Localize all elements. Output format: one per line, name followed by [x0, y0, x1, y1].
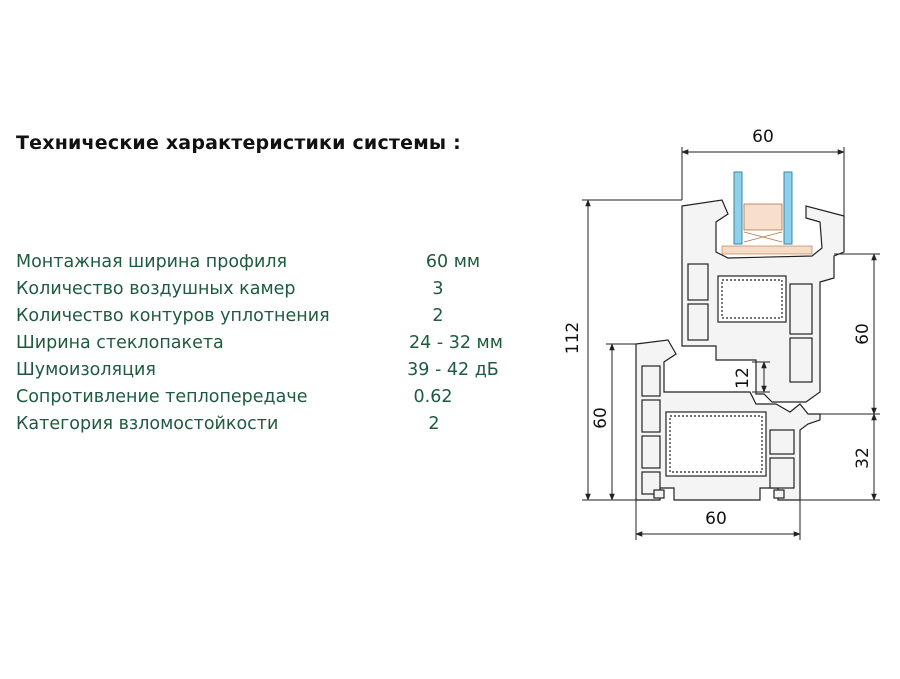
frame-chamber [641, 365, 661, 397]
glazing-unit [721, 171, 813, 255]
dim-label-right-upper: 60 [853, 323, 873, 345]
spec-row-seal-contours: Количество контуров уплотнения 2 [16, 306, 536, 333]
sash-steel-chamber [717, 275, 787, 323]
spec-value: 3 [432, 279, 444, 299]
spec-value: 60 мм [425, 252, 481, 272]
spec-label: Ширина стеклопакета [16, 333, 224, 353]
frame-chamber [769, 429, 795, 455]
frame-foot [653, 489, 665, 499]
frame-chamber [641, 399, 661, 433]
spec-label: Сопротивление теплопередаче [16, 387, 308, 407]
dim-label-bottom-width: 60 [705, 509, 727, 529]
dim-label-total-height: 112 [563, 322, 583, 354]
glass-pane [733, 171, 743, 245]
dim-label-top-width: 60 [752, 127, 774, 147]
frame-chamber [769, 457, 795, 489]
spec-value: 0.62 [413, 387, 453, 407]
dim-label-right-lower: 32 [853, 447, 873, 469]
spec-label: Монтажная ширина профиля [16, 252, 288, 272]
frame-chamber [641, 471, 661, 495]
dim-label-left-frame: 60 [591, 407, 611, 429]
spec-value: 24 - 32 мм [409, 333, 503, 353]
spec-label: Категория взломостойкости [16, 414, 279, 434]
spec-row-heat-resistance: Сопротивление теплопередаче 0.62 [16, 387, 536, 414]
spec-value: 2 [428, 414, 440, 434]
spec-row-mounting-width: Монтажная ширина профиля 60 мм [16, 252, 536, 279]
page-title: Технические характеристики системы : [16, 132, 461, 154]
specs-table: Монтажная ширина профиля 60 мм Количеств… [16, 252, 536, 441]
sash-chamber [789, 337, 813, 383]
spec-label: Количество воздушных камер [16, 279, 296, 299]
sash-chamber [687, 303, 709, 341]
sash-chamber [687, 263, 709, 301]
window-profile [635, 199, 845, 501]
spec-value: 2 [432, 306, 444, 326]
spec-label: Шумоизоляция [16, 360, 156, 380]
frame-steel-chamber [665, 411, 767, 477]
seal-strip [721, 245, 813, 255]
spec-label: Количество контуров уплотнения [16, 306, 330, 326]
dimension-lines [582, 147, 880, 540]
frame-chamber [641, 435, 661, 469]
spec-row-air-chambers: Количество воздушных камер 3 [16, 279, 536, 306]
spec-row-sound-insulation: Шумоизоляция 39 - 42 дБ [16, 360, 536, 387]
spec-value: 39 - 42 дБ [407, 360, 499, 380]
dim-label-overlap: 12 [733, 367, 753, 389]
sash-chamber [789, 283, 813, 335]
frame-foot [773, 489, 785, 499]
glass-pane [783, 171, 793, 245]
spec-row-burglary-class: Категория взломостойкости 2 [16, 414, 536, 441]
spec-row-glass-width: Ширина стеклопакета 24 - 32 мм [16, 333, 536, 360]
spacer-frame [743, 203, 783, 231]
